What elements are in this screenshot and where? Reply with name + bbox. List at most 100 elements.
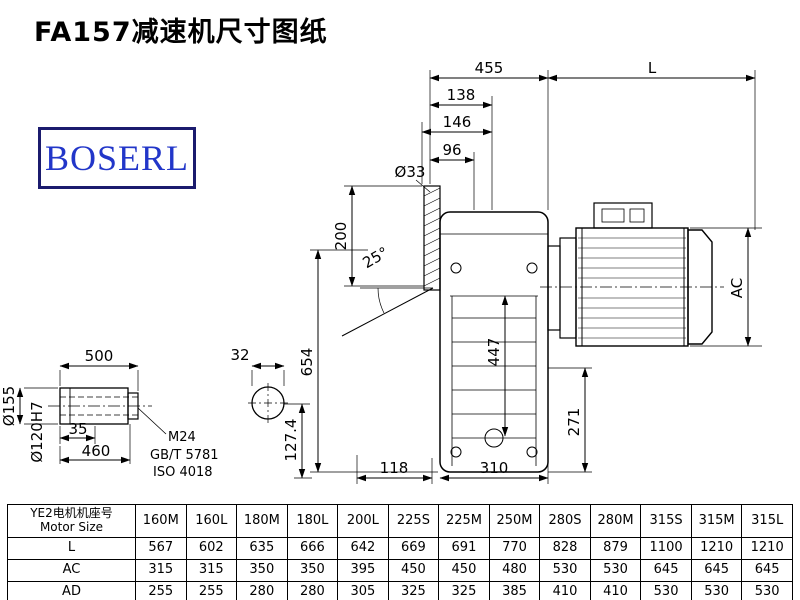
boserl-logo-text: BOSERL	[44, 138, 190, 178]
table-cell: 280	[286, 581, 339, 600]
table-cell: 691	[438, 537, 490, 560]
header-label-en: Motor Size	[39, 520, 104, 534]
row-label: L	[7, 537, 136, 560]
shaft-end-section	[248, 383, 288, 423]
dim-angle-25: 25°	[341, 243, 434, 337]
table-cell: 385	[488, 581, 541, 600]
dim-33-label: Ø33	[395, 163, 426, 181]
dim-diameter-33: Ø33	[395, 163, 431, 193]
motor-size-table: YE2电机机座号 Motor Size 160M 160L 180M 180L …	[7, 504, 793, 600]
motor-size-header-cell: YE2电机机座号 Motor Size	[7, 504, 136, 538]
dim-138: 138	[429, 86, 493, 210]
table-cell: 530	[690, 581, 743, 600]
table-cell: 530	[539, 559, 591, 582]
size-col-header: 250M	[488, 504, 541, 538]
size-col-header: 315S	[640, 504, 692, 538]
table-cell: 1100	[640, 537, 692, 560]
dim-146: 146	[421, 113, 493, 184]
input-shaft	[423, 185, 441, 291]
dim-96: 96	[429, 141, 475, 210]
table-cell: 530	[589, 559, 642, 582]
table-cell: 280	[236, 581, 288, 600]
size-col-header: 280M	[589, 504, 642, 538]
table-cell: 642	[337, 537, 389, 560]
size-col-header: 315L	[741, 504, 793, 538]
table-cell: 645	[640, 559, 692, 582]
size-col-header: 160M	[135, 504, 187, 538]
boserl-logo: BOSERL	[38, 127, 196, 189]
page-title: FA157减速机尺寸图纸	[34, 17, 328, 48]
dim-32-label: 32	[230, 346, 249, 364]
table-cell: 255	[185, 581, 238, 600]
dim-447: 447	[485, 295, 509, 437]
table-cell: 305	[337, 581, 389, 600]
dim-460-label: 460	[82, 442, 111, 460]
thread-iso-label: ISO 4018	[153, 465, 213, 480]
table-cell: 669	[387, 537, 440, 560]
table-cell: 1210	[690, 537, 743, 560]
dim-271: 271	[548, 367, 592, 473]
table-cell: 602	[185, 537, 238, 560]
dim-460: 460	[59, 424, 131, 464]
table-cell: 645	[741, 559, 793, 582]
table-cell: 410	[539, 581, 591, 600]
table-cell: 645	[690, 559, 743, 582]
table-cell: 635	[236, 537, 288, 560]
size-col-header: 315M	[690, 504, 743, 538]
dim-146-label: 146	[443, 113, 472, 131]
thread-m24-label: M24	[168, 430, 196, 445]
dim-118: 118	[356, 455, 433, 484]
gearbox-housing	[439, 211, 549, 473]
dim-138-label: 138	[447, 86, 476, 104]
dim-654: 654	[298, 249, 438, 473]
dim-96-label: 96	[442, 141, 461, 159]
table-cell: 410	[589, 581, 642, 600]
dim-654-label: 654	[298, 348, 316, 377]
row-label: AD	[7, 581, 136, 600]
dim-127-label: 127.4	[282, 419, 300, 462]
dim-500-label: 500	[85, 347, 114, 365]
table-cell: 1210	[741, 537, 793, 560]
dim-25deg-label: 25°	[359, 243, 391, 272]
dim-200: 200	[332, 185, 424, 287]
motor	[540, 202, 724, 347]
dim-L: L	[547, 59, 756, 230]
table-cell: 530	[741, 581, 793, 600]
dim-455-label: 455	[475, 59, 504, 77]
dim-310: 310	[439, 458, 549, 484]
row-label: AC	[7, 559, 136, 582]
dim-diameter-120H7: Ø120H7	[28, 401, 46, 462]
size-col-header: 160L	[185, 504, 238, 538]
table-cell: 350	[236, 559, 288, 582]
dim-AC: AC	[690, 227, 762, 347]
table-cell: 395	[337, 559, 389, 582]
table-cell: 567	[135, 537, 187, 560]
size-col-header: 180M	[236, 504, 288, 538]
table-cell: 325	[438, 581, 490, 600]
size-col-header: 225M	[438, 504, 490, 538]
dim-L-label: L	[648, 59, 657, 77]
table-cell: 315	[185, 559, 238, 582]
dim-200-label: 200	[332, 222, 350, 251]
size-col-header: 180L	[286, 504, 339, 538]
dim-447-label: 447	[485, 338, 503, 367]
table-cell: 450	[438, 559, 490, 582]
table-cell: 879	[589, 537, 642, 560]
table-cell: 530	[640, 581, 692, 600]
header-label-cn: YE2电机机座号	[30, 506, 113, 521]
dim-AC-label: AC	[728, 278, 746, 298]
gearbox-dimension-drawing: 455 L 138 146 96 Ø33	[0, 59, 762, 484]
dim-120H7-label: Ø120H7	[28, 401, 46, 462]
dim-35: 35	[59, 420, 96, 444]
table-cell: 828	[539, 537, 591, 560]
thread-gbt-label: GB/T 5781	[150, 448, 219, 463]
table-cell: 770	[488, 537, 541, 560]
dim-500: 500	[59, 347, 139, 391]
table-row-AC: AC 315 315 350 350 395 450 450 480 530 5…	[7, 559, 793, 582]
dim-32: 32	[230, 346, 285, 386]
table-cell: 350	[286, 559, 339, 582]
dim-127-4: 127.4	[282, 403, 312, 479]
size-col-header: 200L	[337, 504, 389, 538]
dim-diameter-155: Ø155	[0, 386, 58, 426]
